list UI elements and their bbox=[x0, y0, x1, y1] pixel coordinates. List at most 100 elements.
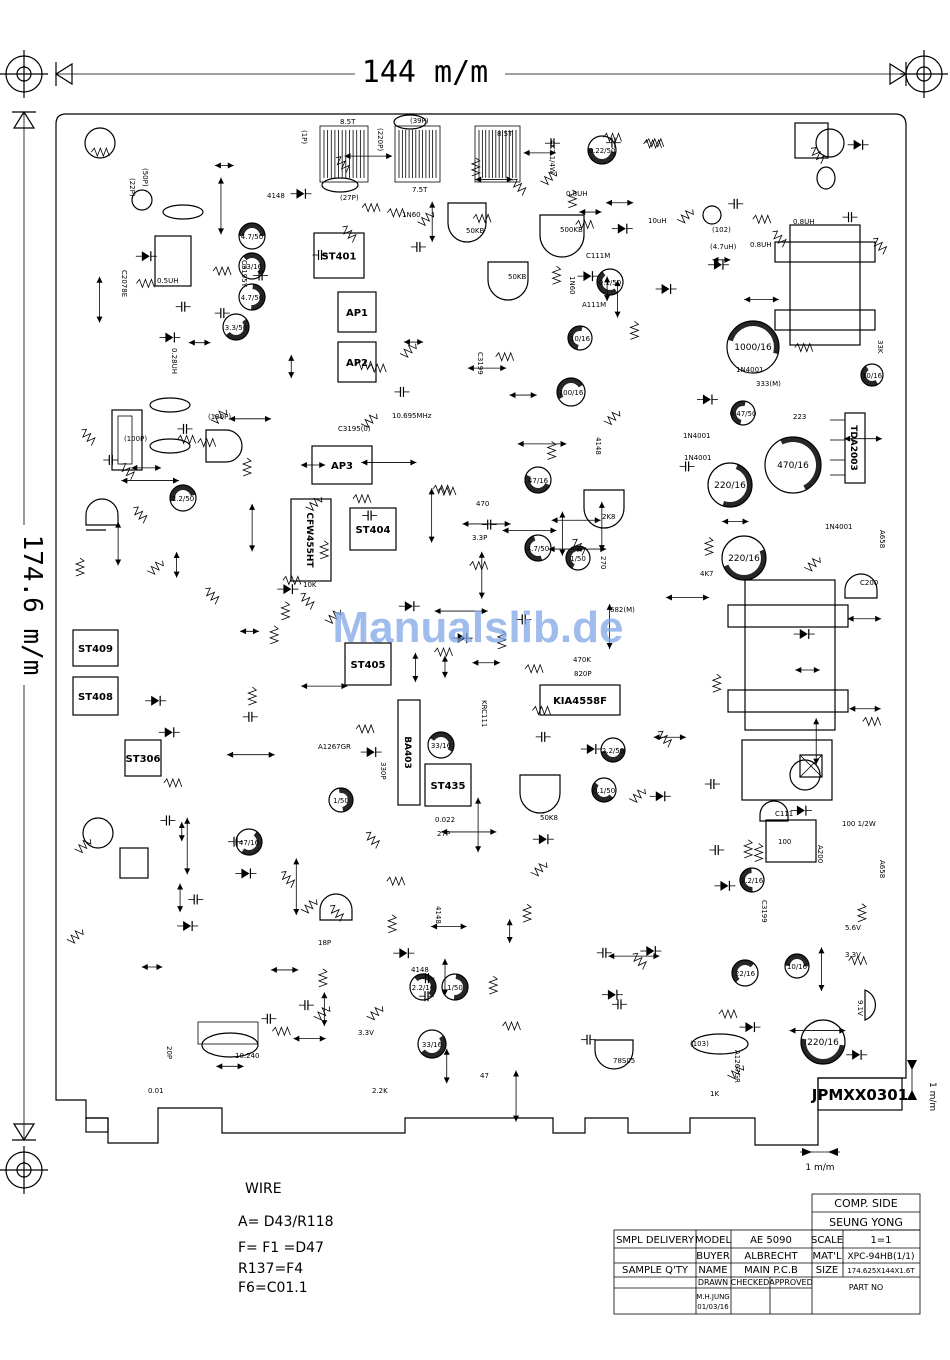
ic-label: ST409 bbox=[78, 644, 113, 655]
registration-mark-top-right bbox=[900, 50, 948, 98]
component-label: 4148 bbox=[434, 906, 442, 924]
jumper-arrow bbox=[412, 652, 419, 683]
component-label: 0.8UH bbox=[750, 241, 772, 249]
component-label: A658 bbox=[878, 860, 886, 878]
ic-label: BA403 bbox=[402, 736, 412, 769]
resistor bbox=[300, 592, 315, 610]
diode bbox=[707, 259, 729, 270]
jumper-arrow bbox=[115, 521, 122, 566]
ceramic-capacitor bbox=[312, 249, 328, 260]
resistor bbox=[743, 839, 754, 859]
diode bbox=[577, 271, 599, 282]
resistor bbox=[177, 434, 197, 445]
jumper-arrow bbox=[653, 734, 686, 741]
component-label: 330P bbox=[379, 762, 387, 780]
resistor bbox=[163, 777, 183, 789]
component-label: A658 bbox=[878, 530, 886, 548]
capacitor-label: 33/16 bbox=[422, 1041, 443, 1049]
svg-text:DRAWN: DRAWN bbox=[698, 1278, 728, 1287]
jumper-arrow bbox=[789, 1027, 846, 1034]
component-label: 1N60 bbox=[568, 276, 576, 295]
capacitor-c22: 2.2/16 bbox=[739, 867, 765, 893]
resistor bbox=[434, 646, 453, 658]
ceramic-capacitor bbox=[410, 241, 426, 252]
component-label: 0.022 bbox=[435, 816, 455, 824]
capacitor-c3: 4.7/50 bbox=[238, 283, 266, 311]
ceramic-capacitor bbox=[481, 519, 497, 530]
component-label: 1N4001 bbox=[683, 432, 711, 440]
resistor bbox=[367, 362, 387, 374]
capacitor-label: 10/16 bbox=[862, 372, 883, 380]
capacitor-label: 1/50 bbox=[447, 984, 463, 992]
resistor bbox=[567, 189, 578, 209]
ceramic-capacitor bbox=[188, 894, 204, 905]
jumper-arrow bbox=[214, 162, 234, 169]
ic-st409: ST409 bbox=[72, 629, 119, 667]
component-label: 820P bbox=[574, 670, 592, 678]
jumper-arrow bbox=[344, 153, 393, 160]
component-label: KRC111 bbox=[480, 700, 488, 727]
date: 01/03/16 bbox=[697, 1303, 729, 1311]
component-label: 1N4001 bbox=[736, 366, 764, 374]
jumper-arrow bbox=[606, 603, 613, 650]
resistor bbox=[282, 575, 302, 586]
capacitor-c20: 2.2/50 bbox=[600, 737, 626, 763]
board-code: JPMXX0301 bbox=[811, 1086, 908, 1104]
resistor bbox=[643, 138, 662, 150]
jumper-arrow bbox=[121, 477, 180, 484]
traces-and-parts bbox=[66, 130, 888, 1122]
ic-ap1: AP1 bbox=[337, 291, 377, 333]
transformer-lower bbox=[727, 579, 849, 731]
title-block: COMP. SIDE SEUNG YONG SMPL DELIVERY SAMP… bbox=[613, 1193, 921, 1315]
resistor bbox=[629, 321, 640, 340]
rf-coils bbox=[131, 114, 836, 1058]
component-label: 50KB bbox=[508, 273, 526, 281]
ic-ba: BA403 bbox=[402, 736, 412, 769]
jumper-arrow bbox=[96, 276, 103, 323]
resistor bbox=[324, 609, 342, 625]
jumper-arrow bbox=[475, 797, 482, 853]
jumper-arrow bbox=[441, 828, 497, 835]
capacitor-c13: 47/16 bbox=[524, 466, 552, 494]
component-label: 10.240 bbox=[235, 1052, 260, 1060]
watermark: Manualslib.de bbox=[333, 603, 624, 652]
ceramic-capacitor bbox=[605, 137, 621, 148]
component-label: C2078E bbox=[120, 270, 128, 297]
component-label: 0.5UH bbox=[157, 277, 179, 285]
ic-label: AP1 bbox=[346, 308, 368, 319]
ceramic-capacitor bbox=[419, 973, 435, 984]
resistor bbox=[603, 410, 621, 426]
capacitor-label: 0.1/50 bbox=[593, 787, 615, 795]
ceramic-capacitor bbox=[394, 386, 410, 397]
jumper-arrow bbox=[849, 705, 881, 712]
resistor bbox=[81, 428, 96, 446]
capacitor-label: 4.7/50 bbox=[241, 294, 263, 302]
resistor bbox=[603, 132, 622, 143]
resistor bbox=[524, 663, 544, 674]
component-label: 1N4001 bbox=[684, 454, 712, 462]
ceramic-capacitor bbox=[253, 270, 269, 281]
capacitor-c24: 10/16 bbox=[784, 953, 810, 979]
component-label: 10.695MHz bbox=[392, 412, 432, 420]
component-label: 50KB bbox=[466, 227, 484, 235]
component-label: (102) bbox=[712, 226, 731, 234]
name-value: MAIN P.C.B bbox=[744, 1265, 798, 1276]
component-label: 0.01 bbox=[148, 1087, 164, 1095]
component-label: 470K bbox=[573, 656, 591, 664]
component-label: C3199 bbox=[760, 900, 768, 923]
capacitor-c18: 1/50 bbox=[328, 787, 354, 813]
ceramic-capacitor bbox=[242, 711, 258, 722]
component-label: 33K bbox=[876, 340, 884, 354]
board-tab bbox=[85, 1117, 109, 1133]
capacitor-label: 0.1/50 bbox=[599, 279, 621, 287]
component-label: 50K8 bbox=[540, 814, 558, 822]
jumper-arrow bbox=[478, 551, 485, 599]
resistor bbox=[532, 705, 551, 716]
capacitor-c10: 470/16 bbox=[764, 436, 822, 494]
diode bbox=[398, 601, 420, 612]
component-label: 3.3V bbox=[845, 951, 861, 959]
resistor bbox=[575, 219, 595, 230]
jumper-arrow bbox=[178, 822, 185, 842]
transistor-outlines bbox=[85, 202, 878, 1070]
